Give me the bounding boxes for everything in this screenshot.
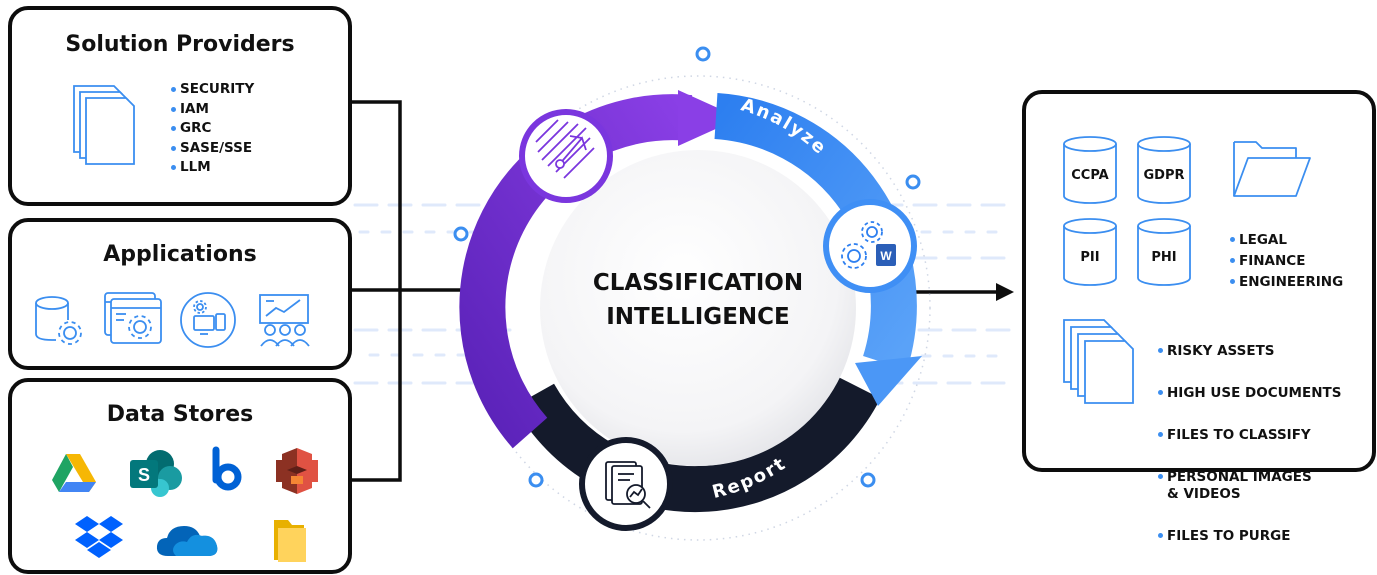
svg-text:S: S	[138, 465, 150, 485]
database-gear-icon	[35, 296, 82, 345]
open-folder-icon	[1233, 141, 1311, 197]
list-item: HIGH USE DOCUMENTS	[1158, 383, 1341, 404]
regulation-cylinders	[1063, 136, 1191, 286]
regulation-label-gdpr: GDPR	[1143, 168, 1185, 183]
panel-title: Solution Providers	[65, 32, 295, 57]
department-list: LEGAL FINANCE ENGINEERING	[1230, 230, 1343, 293]
center-title-line2: INTELLIGENCE	[606, 304, 790, 330]
regulation-label-ccpa: CCPA	[1071, 168, 1109, 183]
devices-circle-icon	[180, 292, 236, 348]
list-item: ENGINEERING	[1230, 272, 1343, 293]
data-input-badge-icon	[519, 109, 613, 203]
panel-title: Data Stores	[106, 402, 254, 427]
dropbox-icon	[75, 516, 123, 558]
list-item: FILES TO CLASSIFY	[1158, 425, 1341, 446]
analyze-badge-icon: W	[823, 199, 917, 293]
onedrive-icon	[156, 526, 218, 556]
regulation-label-pii: PII	[1080, 250, 1100, 265]
center-title-line1: CLASSIFICATION	[592, 270, 804, 296]
documents-stack-icon	[1063, 319, 1134, 404]
list-item: SASE/SSE	[171, 139, 254, 159]
panel-title: Applications	[103, 242, 257, 267]
report-badge-icon	[579, 437, 673, 531]
output-list: RISKY ASSETS HIGH USE DOCUMENTS FILES TO…	[1158, 320, 1341, 568]
list-item: FINANCE	[1230, 251, 1343, 272]
list-item: RISKY ASSETS	[1158, 341, 1341, 362]
regulation-label-phi: PHI	[1151, 250, 1177, 265]
solution-providers-panel: Solution Providers SECURITY IAM GRC SASE…	[8, 6, 352, 206]
classification-cycle: Data Input Analyze Report W	[453, 46, 931, 541]
solution-providers-list: SECURITY IAM GRC SASE/SSE LLM	[171, 80, 254, 178]
svg-text:W: W	[880, 249, 892, 263]
data-stores-panel: Data Stores S	[8, 378, 352, 574]
list-item: FILES TO PURGE	[1158, 526, 1341, 547]
applications-panel: Applications	[8, 218, 352, 370]
aws-s3-icon	[276, 448, 318, 494]
list-item: IAM	[171, 100, 254, 120]
folder-icon	[274, 520, 306, 562]
list-item: GRC	[171, 119, 254, 139]
presentation-team-icon	[259, 294, 310, 347]
documents-stack-icon	[73, 85, 135, 165]
box-icon	[212, 446, 242, 491]
arrow-to-results-icon	[996, 283, 1014, 301]
sharepoint-icon: S	[130, 450, 182, 497]
results-panel: CCPA GDPR PII PHI LEGAL FINANCE ENGINEER…	[1022, 90, 1376, 544]
list-item: LEGAL	[1230, 230, 1343, 251]
google-drive-icon	[52, 454, 96, 492]
center-title: CLASSIFICATION INTELLIGENCE	[548, 266, 848, 334]
browser-settings-icon	[104, 292, 162, 344]
list-item: LLM	[171, 158, 254, 178]
list-item: PERSONAL IMAGES & VIDEOS	[1158, 467, 1341, 505]
list-item: SECURITY	[171, 80, 254, 100]
